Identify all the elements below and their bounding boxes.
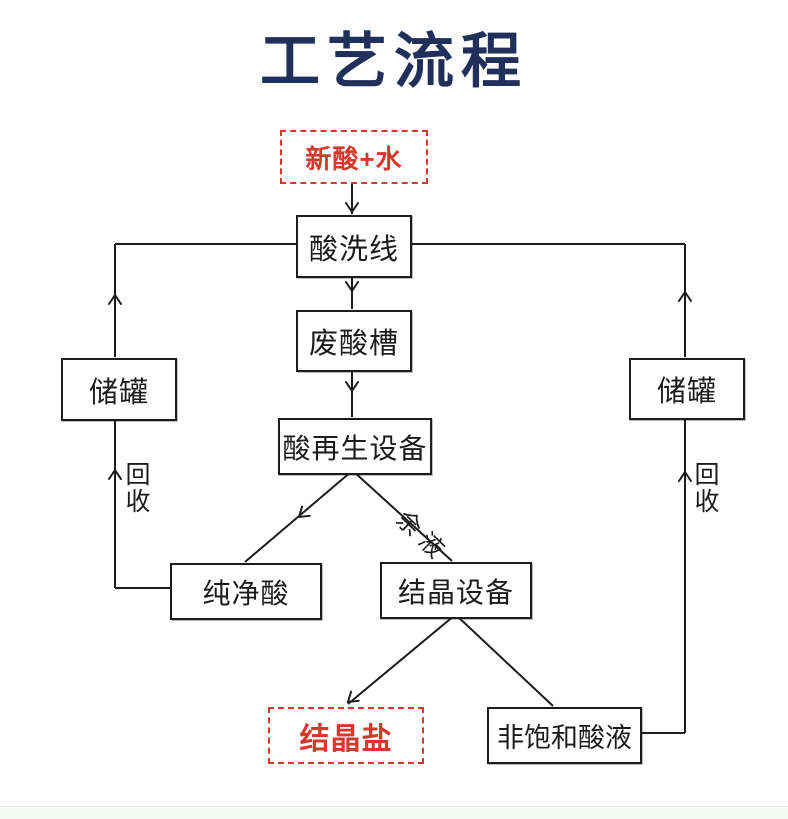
arrowhead-up (108, 293, 122, 305)
page-title: 工艺流程 (260, 28, 528, 95)
arrowhead-down (345, 381, 359, 393)
node-storage-tank-right: 储罐 (629, 358, 745, 420)
arrowhead-up (108, 468, 122, 480)
node-waste-acid-tank: 废酸槽 (296, 310, 412, 372)
edge-label-recycle-left: 回收 (122, 461, 150, 515)
node-crystal-salt: 结晶盐 (268, 707, 424, 764)
edge-crystallizer-to-salt (347, 614, 456, 705)
edge-crystallizer-to-unsaturated (455, 614, 554, 707)
arrowhead-down (345, 281, 359, 293)
arrowhead-diag (297, 505, 311, 519)
arrowhead-down (345, 202, 359, 214)
arrowhead-diag (346, 690, 360, 704)
edge-label-recycle-right: 回收 (691, 461, 719, 515)
connector-lines (114, 181, 686, 734)
node-pure-acid: 纯净酸 (170, 563, 322, 620)
edge-regen-to-crystallizer (352, 470, 453, 562)
arrowhead-up (678, 290, 692, 302)
node-fresh-acid: 新酸+水 (280, 130, 428, 184)
node-acid-regeneration: 酸再生设备 (278, 418, 432, 475)
bottom-strip (0, 806, 788, 819)
node-crystallizer: 结晶设备 (380, 562, 532, 619)
node-pickling-line: 酸洗线 (296, 215, 412, 278)
node-storage-tank-left: 储罐 (61, 358, 177, 421)
arrowheads (108, 202, 692, 704)
node-unsaturated-acid: 非饱和酸液 (487, 707, 642, 764)
arrowhead-up (678, 470, 692, 482)
